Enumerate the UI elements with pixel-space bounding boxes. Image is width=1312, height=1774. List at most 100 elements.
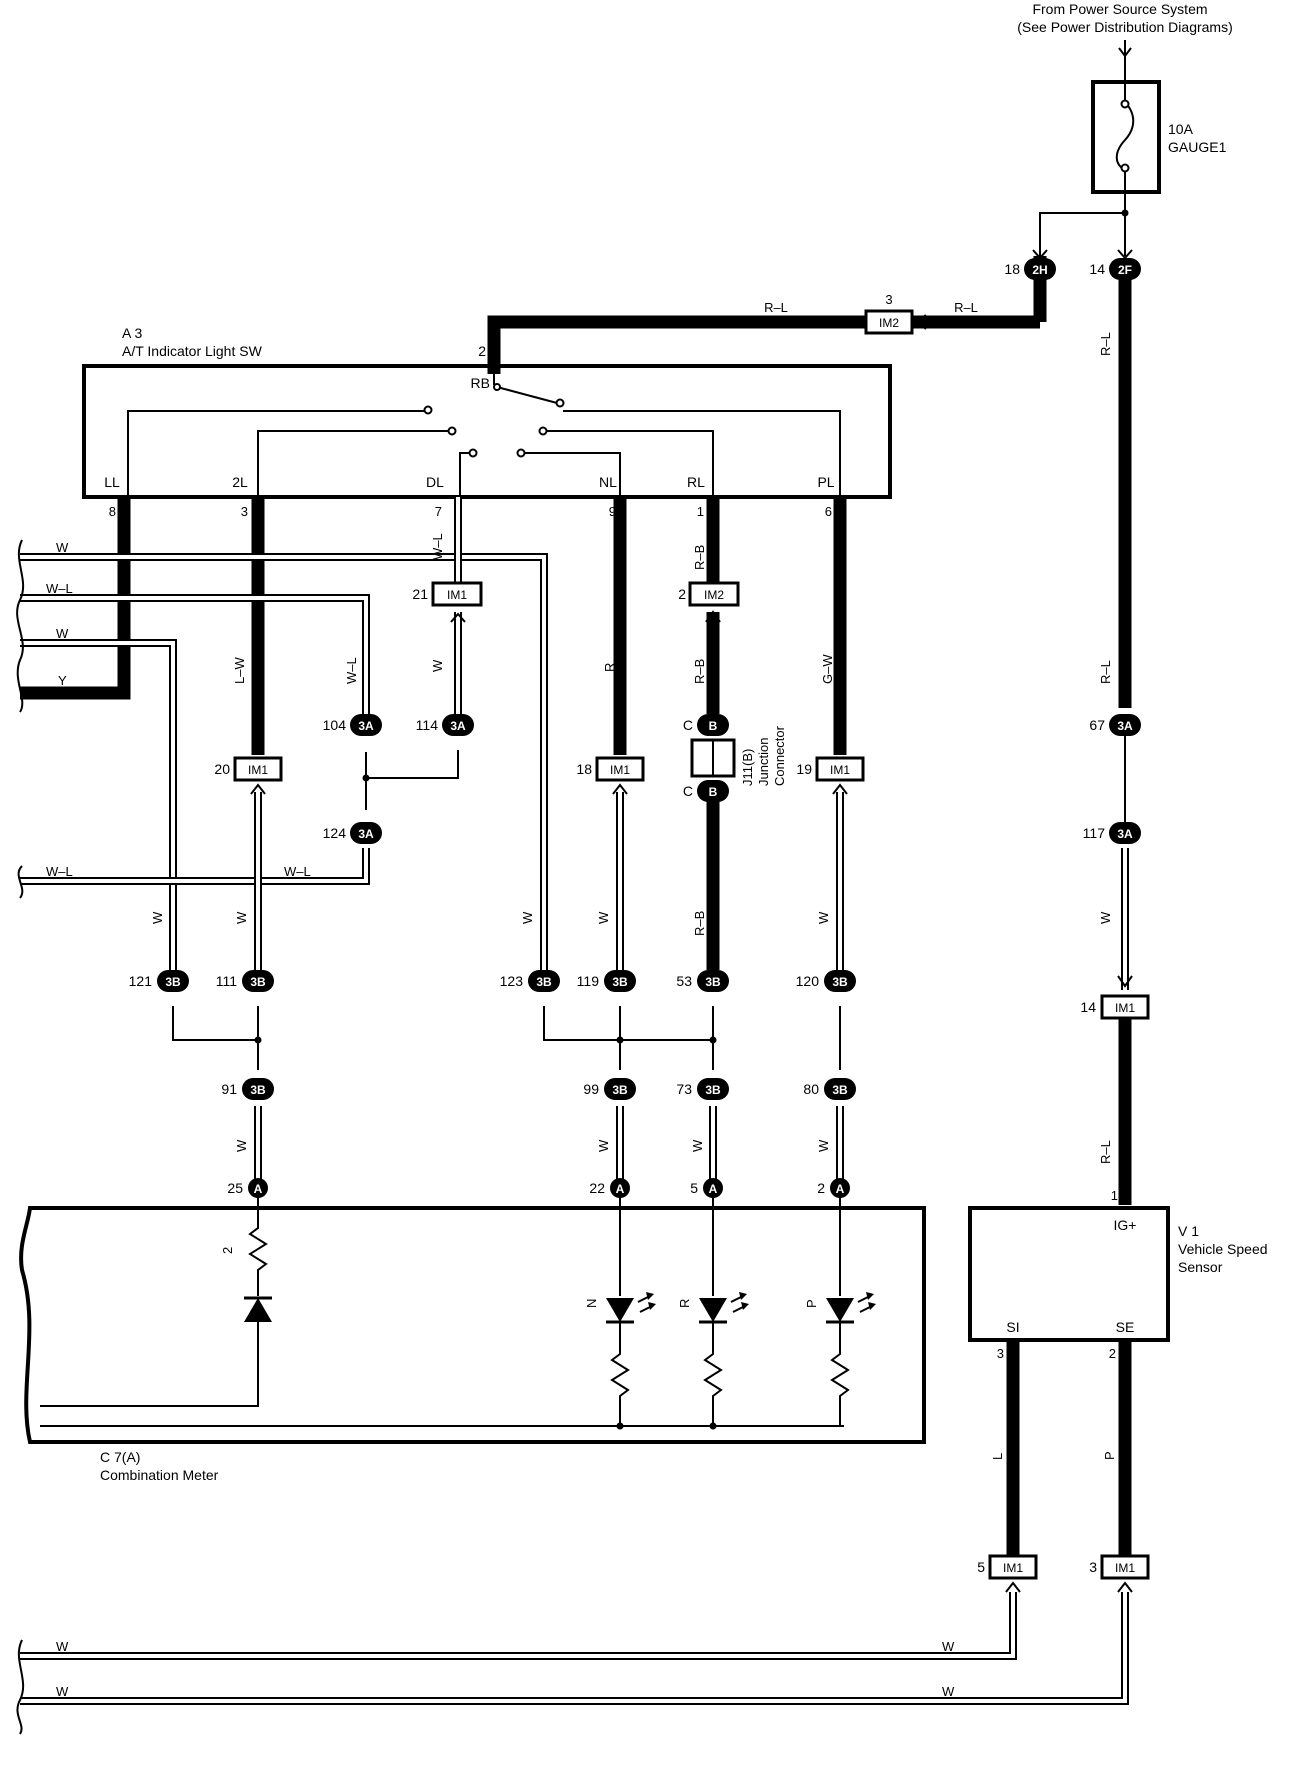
link-123-53 [543,1006,713,1041]
svg-text:IM1: IM1 [447,588,467,602]
svg-text:3A: 3A [450,719,466,733]
svg-text:123: 123 [500,973,524,989]
svg-text:67: 67 [1089,717,1105,733]
svg-text:3B: 3B [536,975,552,989]
svg-text:B: B [709,719,718,733]
svg-text:Y: Y [58,673,67,688]
connector-im1-3: IM1 3 [1089,1554,1150,1580]
pin-2l: 3 [241,504,248,519]
svg-text:W–L: W–L [344,657,359,684]
svg-text:IM2: IM2 [704,588,724,602]
svg-text:W–L: W–L [46,864,73,879]
svg-text:18: 18 [1004,261,1020,277]
svg-text:C: C [683,783,693,799]
arrow-im1-19 [832,783,848,795]
svg-text:3A: 3A [358,719,374,733]
svg-text:G–W: G–W [820,654,835,684]
svg-text:80: 80 [803,1081,819,1097]
connector-3b-119: 3B 119 [577,970,636,992]
connector-im1-18: IM1 18 [576,756,645,782]
svg-text:W: W [430,659,445,672]
svg-text:W: W [942,1684,955,1699]
svg-text:A: A [836,1182,845,1196]
connector-a-25: A 25 [227,1178,268,1198]
led-r: R [677,1198,749,1430]
svg-text:3B: 3B [250,975,266,989]
svg-text:W: W [56,626,69,641]
svg-text:W–L: W–L [46,581,73,596]
connector-3b-111: 3B 111 [216,970,274,992]
svg-text:2H: 2H [1032,263,1047,277]
arrow-im2-top [915,314,927,330]
v1-pin-se: 2 [1109,1346,1116,1361]
svg-text:2: 2 [220,1247,235,1254]
svg-text:IM1: IM1 [1115,1561,1135,1575]
svg-text:W: W [816,1139,831,1152]
svg-text:20: 20 [214,761,230,777]
arrow-im1-18 [612,783,628,795]
svg-text:3: 3 [885,292,892,307]
arrow-im1-3 [1117,1581,1133,1593]
svg-text:A: A [709,1182,718,1196]
svg-text:B: B [709,785,718,799]
svg-text:119: 119 [577,973,600,989]
connector-a-5: A 5 [690,1178,723,1198]
svg-text:P: P [804,1299,819,1308]
svg-text:104: 104 [323,717,347,733]
led-p: P [804,1198,876,1426]
contact-rl [538,426,548,436]
connector-im2-top: IM2 3 [864,292,914,335]
svg-text:53: 53 [676,973,692,989]
connector-im1-14: IM1 14 [1080,994,1150,1020]
dl-internal-wire [459,452,470,497]
connector-im1-21: IM1 21 [412,581,483,607]
connector-3b-80: 3B 80 [803,1078,856,1100]
break-mark-lower [16,1639,25,1735]
svg-text:120: 120 [796,973,820,989]
connector-3a-67: 3A 67 [1089,714,1141,736]
terminal-dl: DL [426,474,444,490]
svg-text:22: 22 [589,1180,605,1196]
connector-3a-117: 3A 117 [1083,822,1141,844]
svg-text:19: 19 [796,761,812,777]
svg-text:111: 111 [216,973,237,989]
rl-wire-to-switch [487,315,874,374]
terminal-nl: NL [599,474,617,490]
pin-pl: 6 [825,504,832,519]
terminal-2l: 2L [232,474,248,490]
svg-text:W: W [150,911,165,924]
arrow-im1-20 [250,783,266,795]
svg-text:3: 3 [1089,1559,1097,1575]
arrow-im1-5 [1005,1581,1021,1593]
svg-text:Junction: Junction [756,738,771,786]
a3-pin-2: 2 [478,343,486,359]
svg-text:IM1: IM1 [830,763,850,777]
c7-code: C 7(A) [100,1449,140,1465]
svg-text:W: W [942,1639,955,1654]
a3-name: A/T Indicator Light SW [122,343,263,359]
svg-text:5: 5 [690,1180,698,1196]
svg-text:A: A [616,1182,625,1196]
svg-text:3B: 3B [832,1083,848,1097]
connector-3b-91: 3B 91 [221,1078,274,1100]
svg-text:18: 18 [576,761,592,777]
fuse-terminal-top [1120,99,1130,109]
connector-im1-20: IM1 20 [214,756,283,782]
led-n: N [584,1198,656,1430]
contact-pl [555,398,565,408]
svg-text:IM1: IM1 [1003,1561,1023,1575]
contact-2l [447,426,457,436]
svg-text:W–L: W–L [284,864,311,879]
v1-name2: Sensor [1178,1259,1223,1275]
svg-text:R–B: R–B [692,911,707,936]
connector-3b-53: 3B 53 [676,970,729,992]
connector-3b-123: 3B 123 [500,970,560,992]
v1-terminal-si: SI [1006,1319,1019,1335]
arrow-2f [1117,249,1133,260]
vehicle-speed-sensor-box [968,1206,1170,1342]
svg-text:IM1: IM1 [248,763,268,777]
fuse-branch-wire [1039,212,1125,256]
svg-text:3A: 3A [1117,719,1133,733]
meter-circuit-25: 2 [40,1198,272,1407]
